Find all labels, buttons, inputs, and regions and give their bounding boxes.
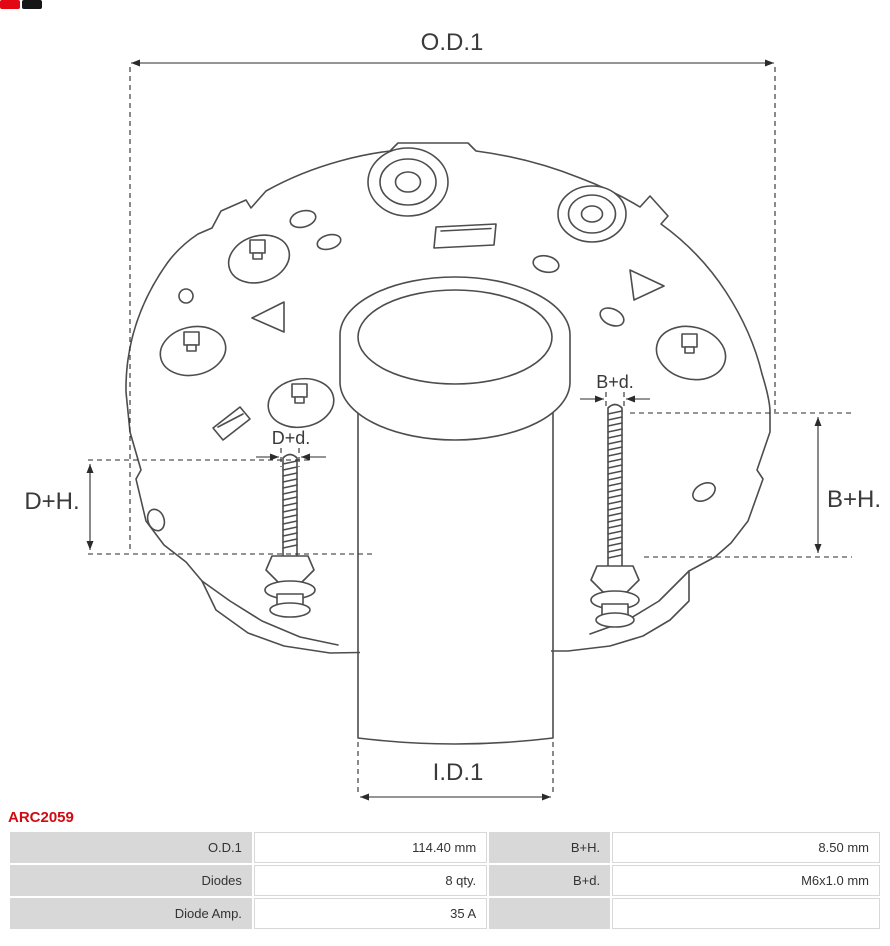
spec-table: O.D.1 114.40 mm B+H. 8.50 mm Diodes 8 qt… <box>8 830 882 931</box>
dimension-bh: B+H. <box>630 412 881 558</box>
vent-holes <box>178 209 716 502</box>
terminal-post-large <box>367 147 449 217</box>
spec-value-cell: 35 A <box>253 898 488 929</box>
lower-slot <box>212 406 251 441</box>
center-tube-walls <box>357 412 554 745</box>
center-collar <box>339 276 571 441</box>
brand-logo-red-block <box>0 0 20 9</box>
table-row: Diodes 8 qty. B+d. M6x1.0 mm <box>10 865 880 896</box>
diode-pad <box>267 377 335 429</box>
dh-label: D+H. <box>24 488 79 515</box>
brand-logo-dark-block <box>22 0 42 9</box>
spec-label-cell: Diodes <box>10 865 252 896</box>
spec-value-cell: M6x1.0 mm <box>612 865 880 896</box>
triangle-mark-right <box>629 269 665 301</box>
bh-label: B+H. <box>827 486 881 513</box>
dimension-dd: D+d. <box>256 428 326 467</box>
body-step-lines <box>201 570 690 646</box>
spec-value-cell: 8 qty. <box>253 865 488 896</box>
table-row: O.D.1 114.40 mm B+H. 8.50 mm <box>10 832 880 863</box>
stud-left-threads <box>282 460 298 549</box>
od1-label: O.D.1 <box>421 29 484 56</box>
table-row: Diode Amp. 35 A <box>10 898 880 929</box>
spec-label-cell: B+d. <box>489 865 611 896</box>
spec-value-cell <box>612 898 880 929</box>
spec-value-cell: 114.40 mm <box>253 832 488 863</box>
technical-drawing: O.D.1 D+H. B+H. D+d. B+d. I.D.1 <box>24 29 881 801</box>
left-foot-detail <box>146 508 166 532</box>
spec-label-cell: O.D.1 <box>10 832 252 863</box>
spec-label-cell: Diode Amp. <box>10 898 252 929</box>
stud-left <box>264 453 316 618</box>
diode-pad <box>655 325 727 381</box>
id1-label: I.D.1 <box>433 759 484 786</box>
dd-label: D+d. <box>272 428 311 448</box>
rectifier-body <box>125 142 771 745</box>
part-number: ARC2059 <box>8 809 74 826</box>
dimension-od1: O.D.1 <box>129 29 776 553</box>
bd-label: B+d. <box>596 372 634 392</box>
spec-value-cell: 8.50 mm <box>612 832 880 863</box>
spec-label-cell <box>489 898 611 929</box>
spec-label-cell: B+H. <box>489 832 611 863</box>
stud-right <box>590 403 640 628</box>
center-tube-mask <box>360 445 551 738</box>
center-bore-rim <box>357 289 553 385</box>
stud-right-threads <box>607 410 623 559</box>
terminal-post-small <box>557 185 627 243</box>
diode-pad <box>159 325 227 377</box>
diode-pad <box>227 234 291 284</box>
dimension-id1: I.D.1 <box>357 742 554 801</box>
brand-logo <box>0 0 42 10</box>
dimension-dh: D+H. <box>24 459 374 555</box>
diode-slot <box>433 223 497 249</box>
dimension-bd: B+d. <box>580 372 650 410</box>
triangle-mark-left <box>251 301 285 333</box>
